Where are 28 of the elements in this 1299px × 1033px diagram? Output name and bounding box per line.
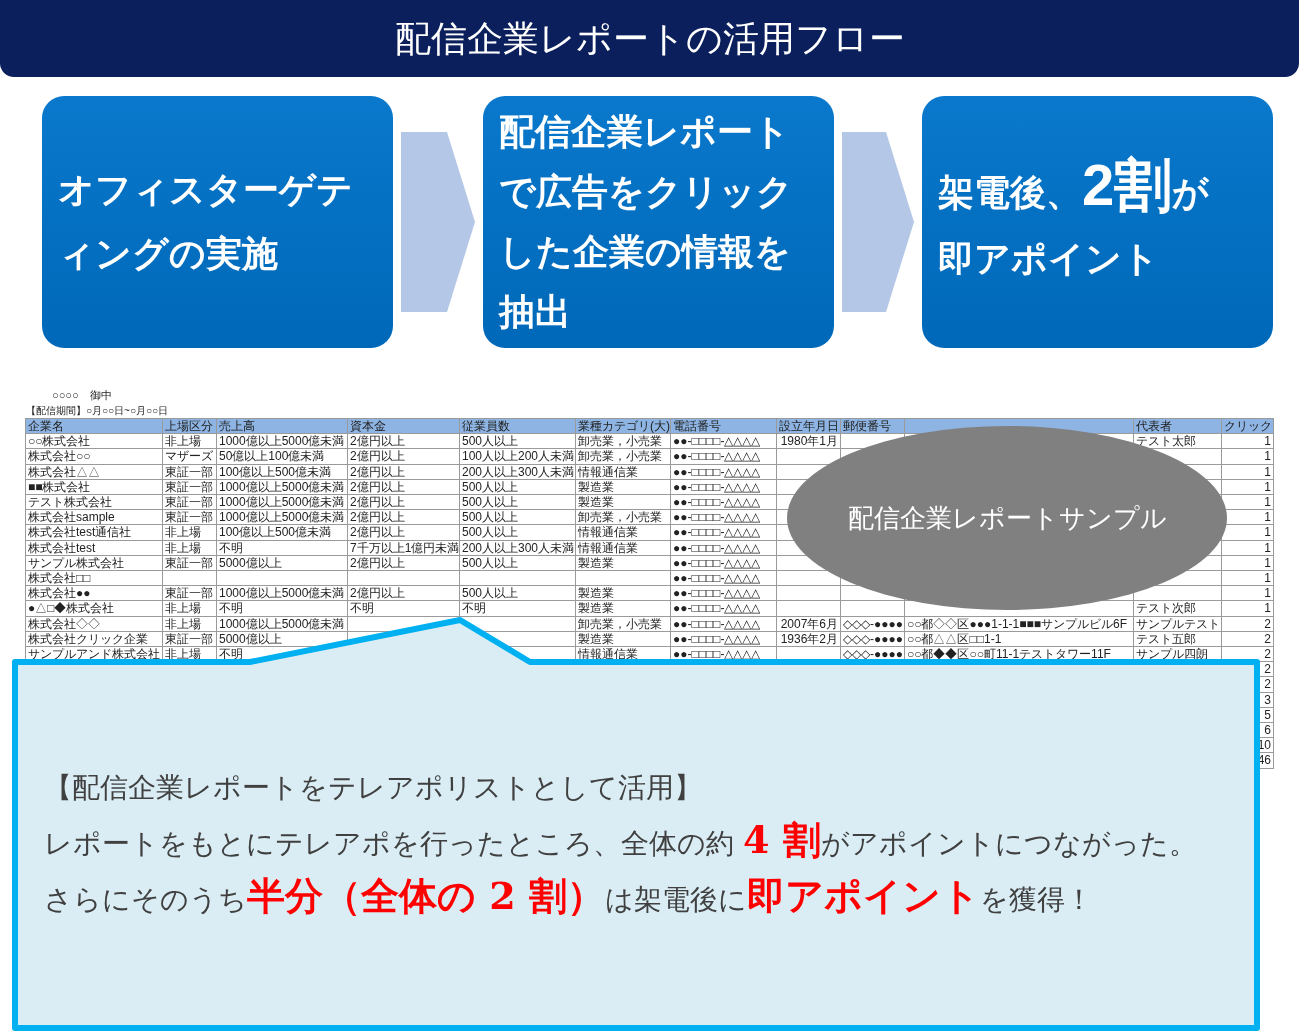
column-header: クリック [1221, 418, 1274, 435]
box-text: 配信企業レポートで広告をクリックした企業の情報を抽出 [499, 110, 794, 334]
callout-text: さらにそのうち半分（全体の 2 割）は架電後に即アポイントを獲得！ [44, 877, 1093, 919]
period-text: 【配信期間】○月○○日~○月○○日 [26, 404, 169, 418]
ellipse-text: 配信企業レポートサンプル [847, 501, 1167, 535]
process-box [922, 96, 1273, 348]
callout-heading: 【配信企業レポートをテレアポリストとして活用】 [44, 770, 702, 806]
callout-text: レポートをもとにテレアポを行ったところ、全体の約 4 割がアポイントにつながった。 [44, 821, 1197, 863]
process-box [483, 96, 834, 348]
box-text: 架電後、2割が即アポイント [938, 152, 1211, 281]
title-banner: 配信企業レポートの活用フロー [0, 0, 1299, 77]
addressee-text: ○○○○ 御中 [52, 388, 112, 403]
column-header: 郵便番号 [840, 418, 905, 435]
column-header: 代表者 [1133, 418, 1222, 435]
column-header: 企業名 [25, 418, 163, 435]
box-text: オフィスターゲティングの実施 [58, 168, 354, 276]
column-header: 業種カテゴリ(大) [575, 418, 671, 435]
column-header: 電話番号 [670, 418, 777, 435]
table-cell: マザーズ [162, 448, 217, 465]
chevron-arrow [401, 132, 475, 312]
column-header: 資本金 [347, 418, 460, 435]
chevron-arrow [842, 132, 914, 312]
column-header: 設立年月日 [776, 418, 841, 435]
column-header: 従業員数 [459, 418, 576, 435]
table-cell: 100人以上200人未満 [459, 448, 576, 465]
process-box [42, 96, 393, 348]
column-header: 売上高 [216, 418, 348, 435]
column-header: 上場区分 [162, 418, 217, 435]
